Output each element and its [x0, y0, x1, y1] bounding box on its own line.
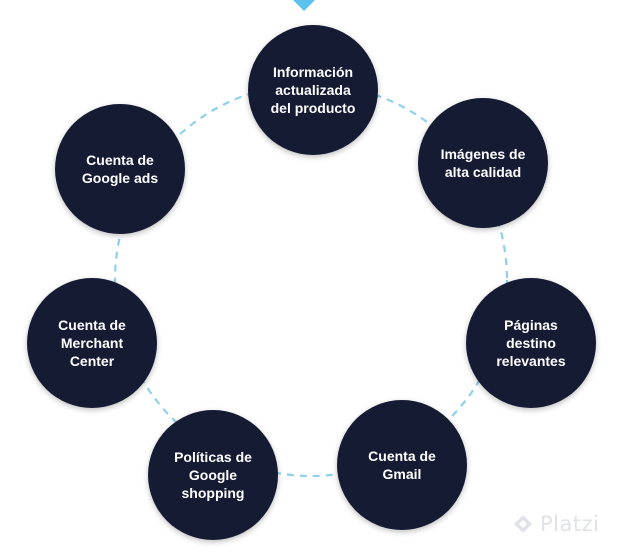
node-label: Cuenta de Google ads [81, 152, 159, 186]
node-paginas-destino: Páginas destino relevantes [466, 278, 596, 408]
node-label: Páginas destino relevantes [496, 317, 566, 369]
node-label: Imágenes de alta calidad [440, 146, 526, 180]
platzi-watermark: Platzi [512, 512, 599, 536]
node-cuenta-gmail: Cuenta de Gmail [337, 400, 467, 530]
node-imagenes-alta-calidad: Imágenes de alta calidad [418, 98, 548, 228]
node-label: Cuenta de Merchant Center [58, 317, 126, 369]
node-politicas-google-shopping: Políticas de Google shopping [148, 410, 278, 540]
platzi-logo-icon [514, 515, 532, 533]
watermark-text: Platzi [540, 512, 600, 536]
node-label: Cuenta de Gmail [368, 448, 436, 482]
node-cuenta-merchant-center: Cuenta de Merchant Center [27, 278, 157, 408]
node-label: Políticas de Google shopping [174, 449, 252, 501]
pointer-triangle-icon [293, 0, 315, 11]
node-informacion-actualizada: Información actualizada del producto [248, 25, 378, 155]
node-cuenta-google-ads: Cuenta de Google ads [55, 104, 185, 234]
node-label: Información actualizada del producto [270, 64, 356, 116]
